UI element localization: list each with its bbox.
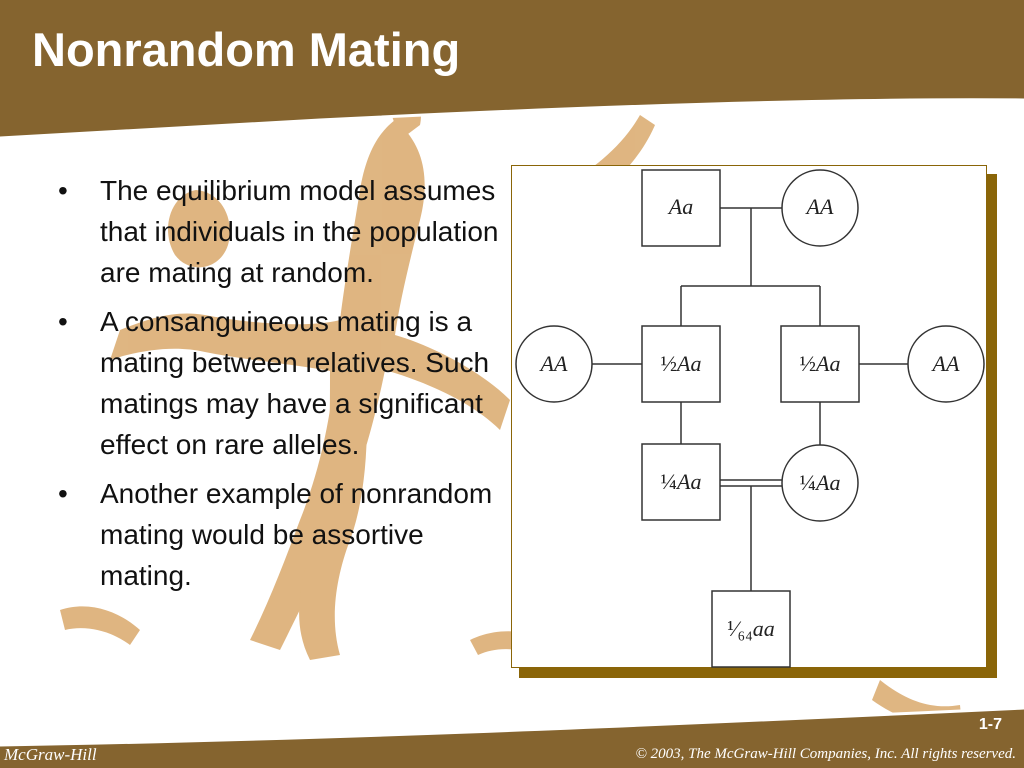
pedigree-female — [515, 325, 593, 403]
bullet-list: • The equilibrium model assumes that ind… — [58, 170, 508, 604]
pedigree-male — [641, 443, 721, 521]
genotype-label: ¹⁄₆₄aa — [727, 616, 775, 641]
bullet-item: • The equilibrium model assumes that ind… — [58, 170, 508, 293]
pedigree-female — [781, 444, 859, 522]
genotype-text: Aa — [675, 351, 701, 376]
pedigree-diagram: Aa AA AA ½Aa ½Aa AA ¼Aa ¼Aa ¹⁄₆₄aa — [511, 165, 987, 668]
genotype-text: Aa — [675, 469, 701, 494]
genotype-label: AA — [539, 351, 568, 376]
pedigree-female — [781, 169, 859, 247]
genotype-label: Aa — [667, 194, 693, 219]
genotype-label: ½Aa — [661, 351, 702, 376]
genotype-label: ½Aa — [800, 351, 841, 376]
slide-number: 1-7 — [978, 716, 1002, 733]
genotype-text: Aa — [667, 194, 693, 219]
slide-title: Nonrandom Mating — [32, 23, 461, 76]
pedigree-chart: Aa AA AA ½Aa ½Aa AA ¼Aa ¼Aa ¹⁄₆₄aa — [515, 169, 985, 668]
publisher-logo: McGraw-Hill — [4, 745, 97, 764]
pedigree-female — [907, 325, 985, 403]
footer-band — [0, 708, 1024, 768]
genotype-text: AA — [805, 194, 834, 219]
genotype-text: aa — [753, 616, 775, 641]
copyright-notice: © 2003, The McGraw-Hill Companies, Inc. … — [635, 746, 1016, 762]
fraction-text: ¹⁄₆₄ — [727, 616, 753, 641]
bullet-marker: • — [58, 306, 68, 337]
bullet-text: Another example of nonrandom mating woul… — [100, 478, 493, 591]
pedigree-male — [780, 325, 860, 403]
bullet-marker: • — [58, 175, 68, 206]
fraction-text: ¼ — [661, 469, 678, 494]
genotype-text: AA — [539, 351, 568, 376]
fraction-text: ¼ — [800, 470, 817, 495]
header-band — [0, 0, 1024, 138]
pedigree-male — [641, 169, 721, 247]
bullet-item: • Another example of nonrandom mating wo… — [58, 473, 508, 596]
bullet-text: A consanguineous mating is a mating betw… — [100, 306, 490, 460]
bullet-text: The equilibrium model assumes that indiv… — [100, 175, 499, 288]
genotype-text: AA — [931, 351, 960, 376]
pedigree-male — [641, 325, 721, 403]
genotype-label: ¼Aa — [661, 469, 702, 494]
genotype-label: AA — [805, 194, 834, 219]
genotype-text: Aa — [814, 470, 840, 495]
bullet-item: • A consanguineous mating is a mating be… — [58, 301, 508, 465]
pedigree-male — [711, 590, 791, 668]
fraction-text: ½ — [800, 351, 817, 376]
fraction-text: ½ — [661, 351, 678, 376]
genotype-text: Aa — [814, 351, 840, 376]
bullet-marker: • — [58, 478, 68, 509]
genotype-label: ¼Aa — [800, 470, 841, 495]
genotype-label: AA — [931, 351, 960, 376]
